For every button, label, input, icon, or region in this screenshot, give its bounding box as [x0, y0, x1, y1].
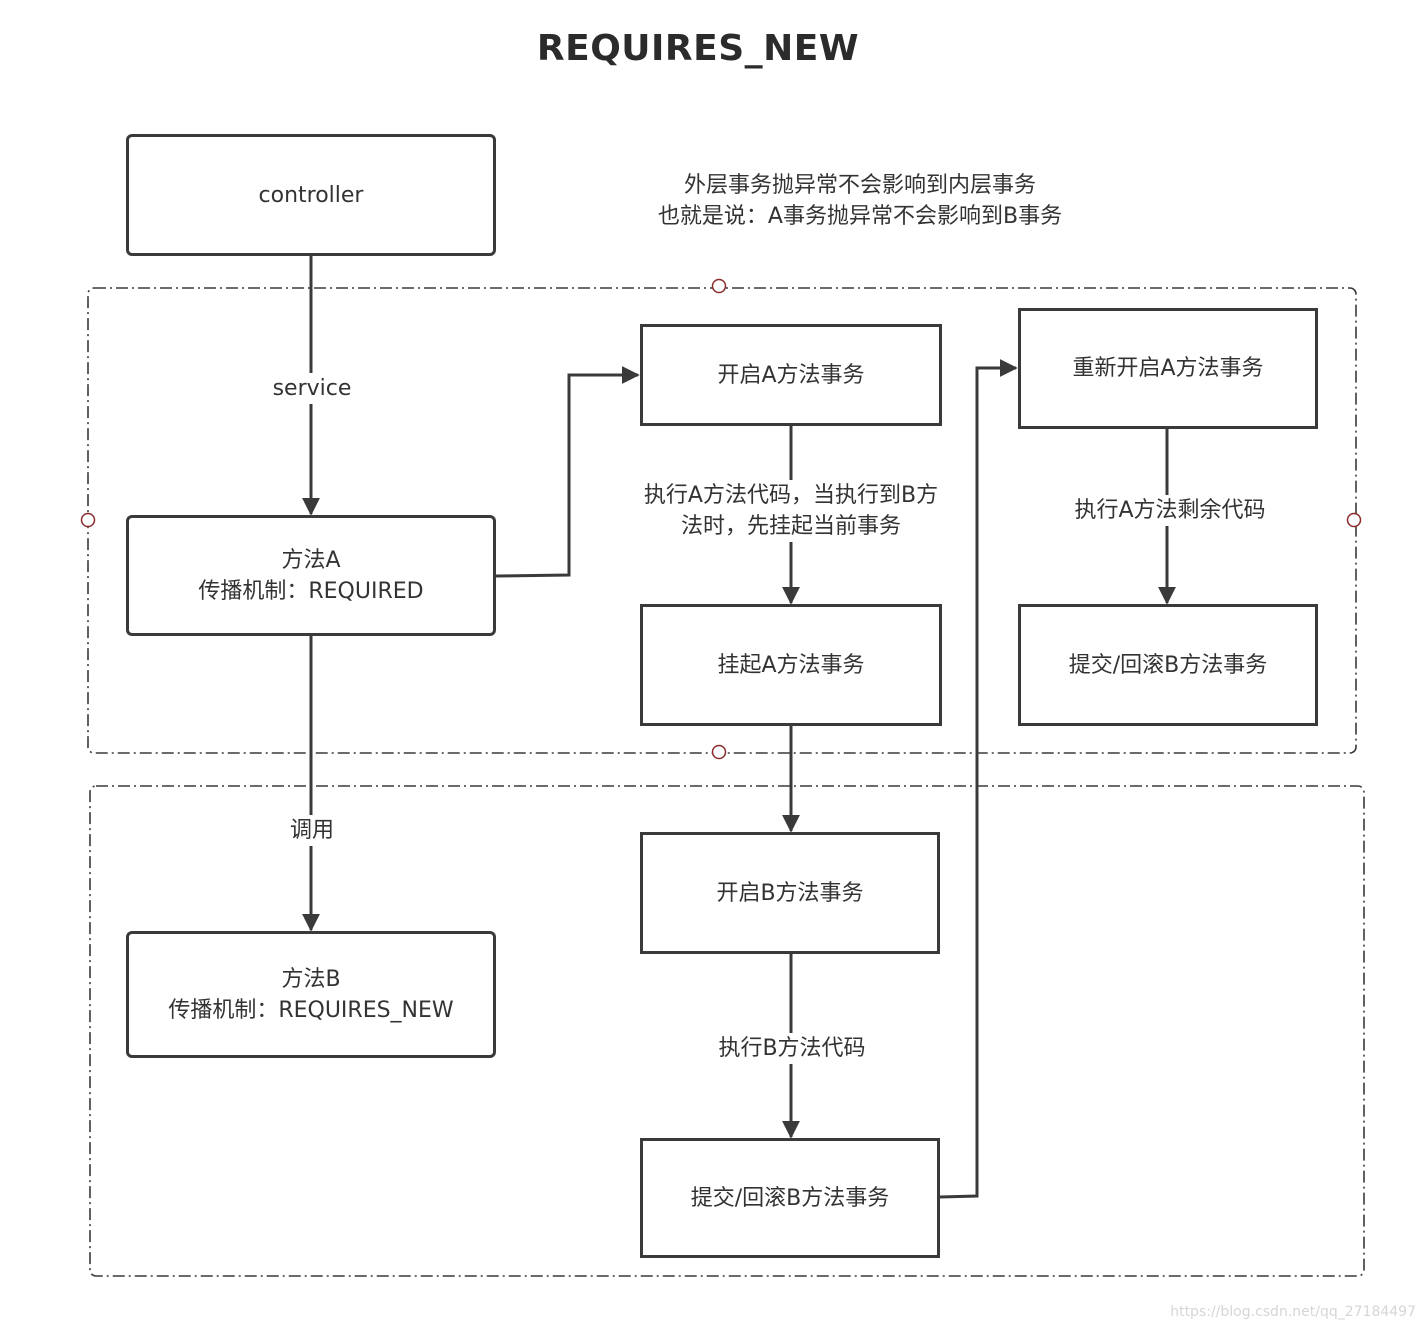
edge-label-call: 调用	[276, 815, 348, 846]
open-a-transaction-label: 开启A方法事务	[717, 362, 865, 388]
edge-label-exec-b: 执行B方法代码	[700, 1033, 884, 1064]
group-handle-bottom[interactable]	[711, 744, 727, 760]
edge-label-service: service	[262, 373, 362, 404]
method-b-propagation: 传播机制：REQUIRES_NEW	[168, 997, 454, 1023]
note-line-1: 外层事务抛异常不会影响到内层事务	[683, 173, 1036, 198]
explanation-note: 外层事务抛异常不会影响到内层事务 也就是说：A事务抛异常不会影响到B事务	[610, 170, 1110, 232]
edge-label-exec-a-line-1: 执行A方法代码，当执行到B方	[643, 483, 939, 508]
method-a-propagation: 传播机制：REQUIRED	[198, 578, 424, 604]
group-handle-right[interactable]	[1346, 512, 1362, 528]
watermark: https://blog.csdn.net/qq_27184497	[1170, 1304, 1416, 1320]
diagram-title: REQUIRES_NEW	[536, 28, 860, 69]
controller-node[interactable]: controller	[126, 134, 496, 256]
suspend-a-transaction-node[interactable]: 挂起A方法事务	[640, 604, 942, 726]
edge-label-exec-a: 执行A方法代码，当执行到B方 法时，先挂起当前事务	[618, 480, 964, 542]
controller-label: controller	[258, 182, 364, 208]
commit-rollback-b-upper-label: 提交/回滚B方法事务	[1068, 652, 1268, 678]
open-b-transaction-label: 开启B方法事务	[716, 880, 864, 906]
reopen-a-transaction-label: 重新开启A方法事务	[1072, 356, 1264, 381]
suspend-a-transaction-label: 挂起A方法事务	[717, 652, 865, 678]
group-handle-top[interactable]	[711, 278, 727, 294]
commit-rollback-b-lower-label: 提交/回滚B方法事务	[690, 1185, 890, 1211]
note-line-2: 也就是说：A事务抛异常不会影响到B事务	[657, 204, 1063, 229]
open-b-transaction-node[interactable]: 开启B方法事务	[640, 832, 940, 954]
commit-rollback-b-upper-node[interactable]: 提交/回滚B方法事务	[1018, 604, 1318, 726]
edge-commit-b-to-reopen-a	[939, 359, 1018, 1199]
edge-label-exec-a-line-2: 法时，先挂起当前事务	[680, 514, 901, 539]
commit-rollback-b-lower-node[interactable]: 提交/回滚B方法事务	[640, 1138, 940, 1258]
method-a-name: 方法A	[281, 547, 341, 573]
method-a-node[interactable]: 方法A 传播机制：REQUIRED	[126, 515, 496, 636]
edge-method-a-to-open-a	[495, 366, 640, 578]
group-handle-left[interactable]	[80, 512, 96, 528]
edge-label-exec-a-rest: 执行A方法剩余代码	[1058, 495, 1282, 526]
method-b-node[interactable]: 方法B 传播机制：REQUIRES_NEW	[126, 931, 496, 1058]
reopen-a-transaction-node[interactable]: 重新开启A方法事务	[1018, 308, 1318, 429]
open-a-transaction-node[interactable]: 开启A方法事务	[640, 324, 942, 426]
method-b-name: 方法B	[281, 966, 341, 992]
